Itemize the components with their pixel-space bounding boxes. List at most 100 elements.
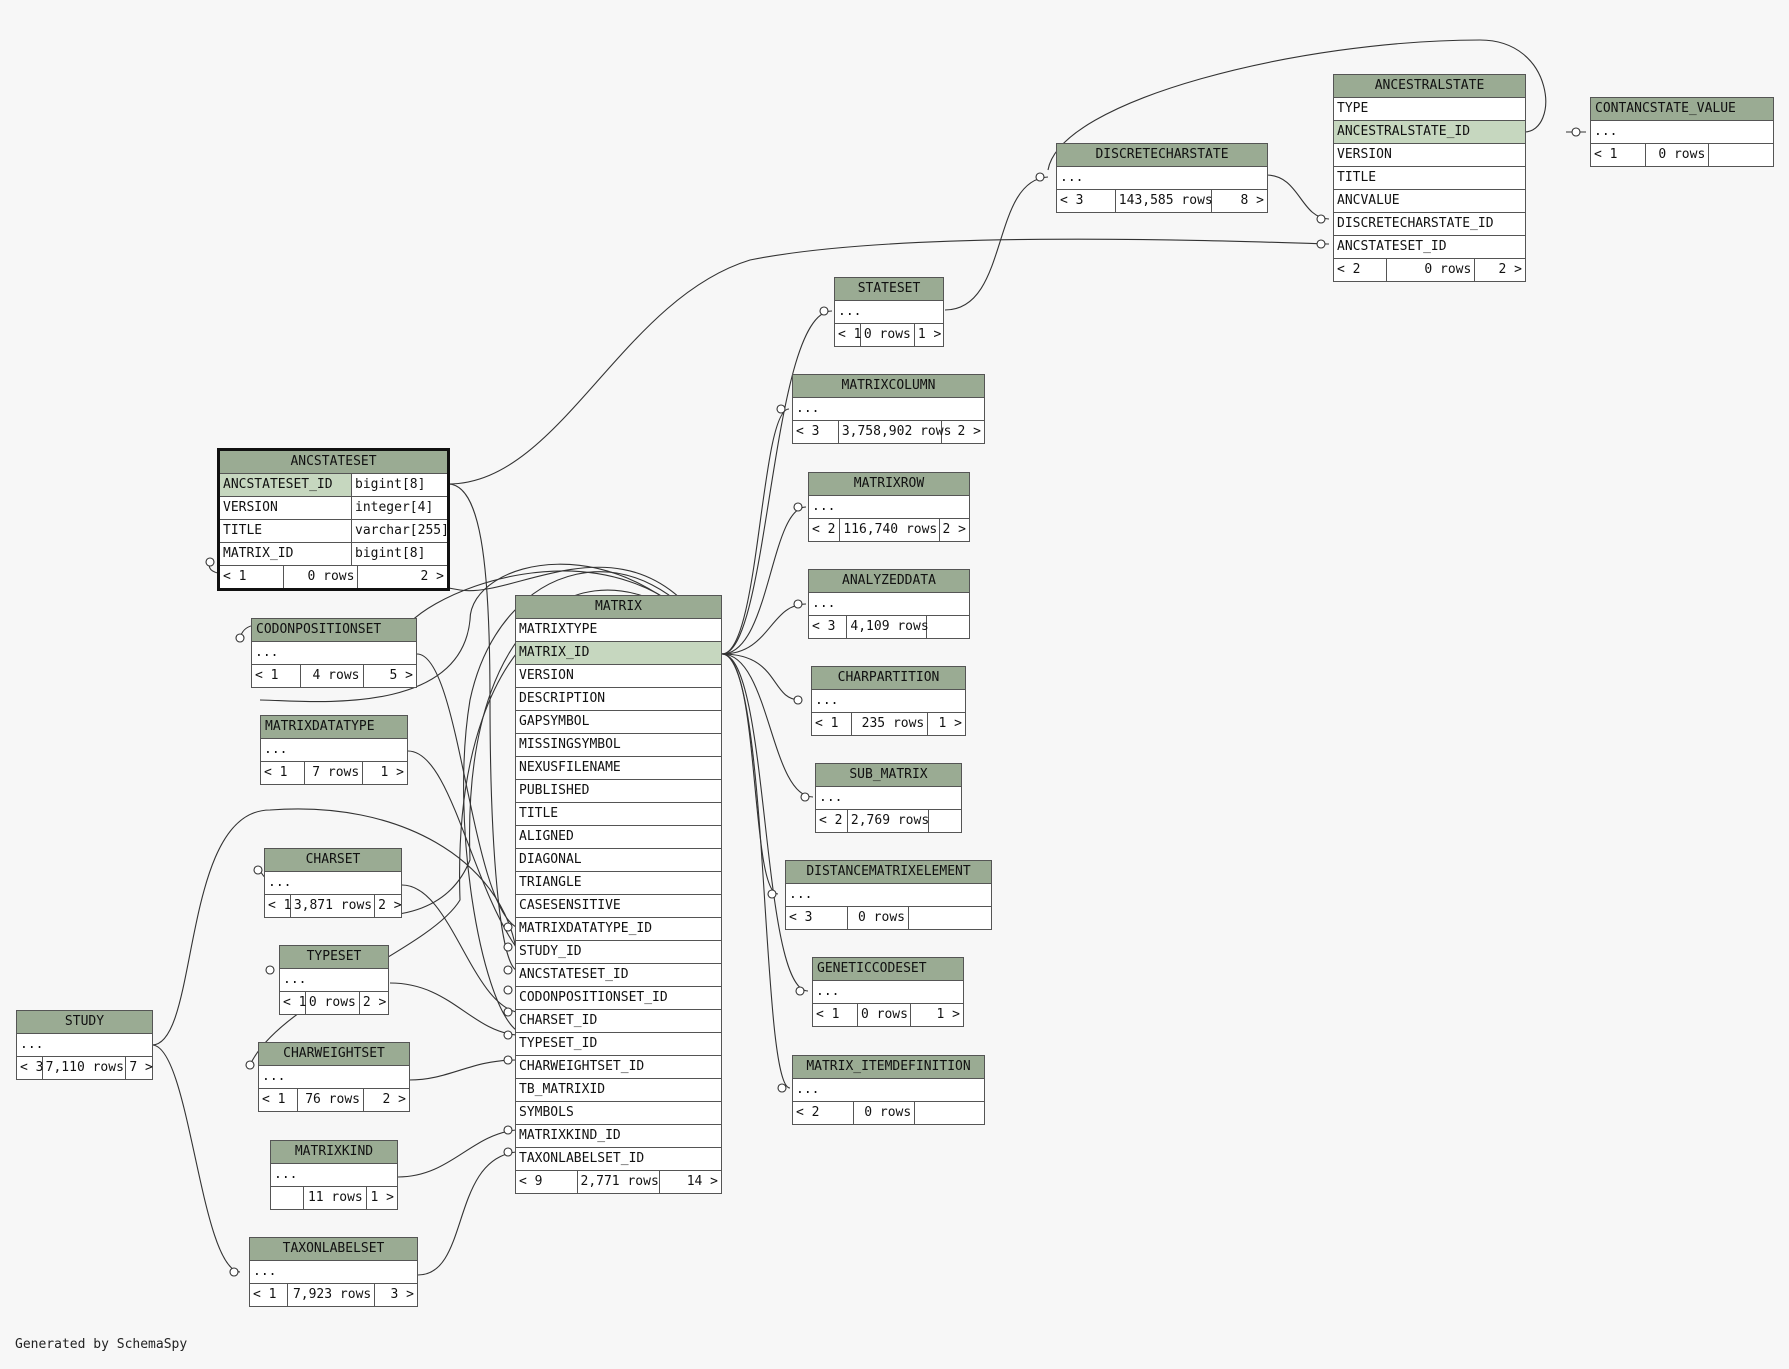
column-row: ALIGNED (516, 826, 721, 849)
table-header: DISCRETECHARSTATE (1057, 144, 1267, 167)
column-row: DESCRIPTION (516, 688, 721, 711)
table-header: DISTANCEMATRIXELEMENT (786, 861, 991, 884)
column-row: ... (17, 1034, 152, 1057)
column-row: TYPESET_ID (516, 1033, 721, 1056)
table-header: MATRIXKIND (271, 1141, 397, 1164)
table-matrix[interactable]: MATRIX MATRIXTYPE MATRIX_ID VERSION DESC… (515, 595, 722, 1194)
table-header: ANCSTATESET (220, 451, 447, 474)
table-header: CHARPARTITION (812, 667, 965, 690)
column-row: NEXUSFILENAME (516, 757, 721, 780)
table-header: STATESET (835, 278, 943, 301)
table-header: CONTANCSTATE_VALUE (1591, 98, 1773, 121)
column-row: PUBLISHED (516, 780, 721, 803)
column-row: ... (835, 301, 943, 324)
table-header: MATRIX_ITEMDEFINITION (793, 1056, 984, 1079)
table-ancestralstate[interactable]: ANCESTRALSTATE TYPE ANCESTRALSTATE_ID VE… (1333, 74, 1526, 282)
column-row: TRIANGLE (516, 872, 721, 895)
column-row: DISCRETECHARSTATE_ID (1334, 213, 1525, 236)
column-row: VERSION (1334, 144, 1525, 167)
column-row: ... (793, 398, 984, 421)
column-row: CHARSET_ID (516, 1010, 721, 1033)
column-row: MISSINGSYMBOL (516, 734, 721, 757)
table-header: MATRIX (516, 596, 721, 619)
column-row: TAXONLABELSET_ID (516, 1148, 721, 1171)
table-header: TAXONLABELSET (250, 1238, 417, 1261)
column-row: ... (259, 1066, 409, 1089)
table-header: TYPESET (280, 946, 388, 969)
table-header: MATRIXDATATYPE (261, 716, 407, 739)
table-header: CHARWEIGHTSET (259, 1043, 409, 1066)
table-header: MATRIXCOLUMN (793, 375, 984, 398)
table-header: STUDY (17, 1011, 152, 1034)
column-row: TB_MATRIXID (516, 1079, 721, 1102)
table-header: ANCESTRALSTATE (1334, 75, 1525, 98)
column-row: ANCSTATESET_ID (516, 964, 721, 987)
column-row: ... (812, 690, 965, 713)
column-row: ANCVALUE (1334, 190, 1525, 213)
column-row: ... (1591, 121, 1773, 144)
column-row: TITLE (1334, 167, 1525, 190)
primary-key-row: MATRIX_ID (516, 642, 721, 665)
column-row: TITLE (516, 803, 721, 826)
column-row: SYMBOLS (516, 1102, 721, 1125)
column-row: STUDY_ID (516, 941, 721, 964)
column-row: ... (793, 1079, 984, 1102)
column-row: CHARWEIGHTSET_ID (516, 1056, 721, 1079)
table-header: ANALYZEDDATA (809, 570, 969, 593)
column-row: ... (280, 969, 388, 992)
table-header: GENETICCODESET (813, 958, 963, 981)
column-row: CODONPOSITIONSET_ID (516, 987, 721, 1010)
column-row: ... (816, 787, 961, 810)
column-row: ... (813, 981, 963, 1004)
column-row: ... (786, 884, 991, 907)
column-row: ... (271, 1164, 397, 1187)
generated-by-footer: Generated by SchemaSpy (15, 1337, 188, 1352)
primary-key-row: ANCESTRALSTATE_ID (1334, 121, 1525, 144)
column-row: ... (1057, 167, 1267, 190)
column-row: CASESENSITIVE (516, 895, 721, 918)
column-row: ... (250, 1261, 417, 1284)
column-row: ... (809, 496, 969, 519)
column-row: ... (265, 872, 401, 895)
